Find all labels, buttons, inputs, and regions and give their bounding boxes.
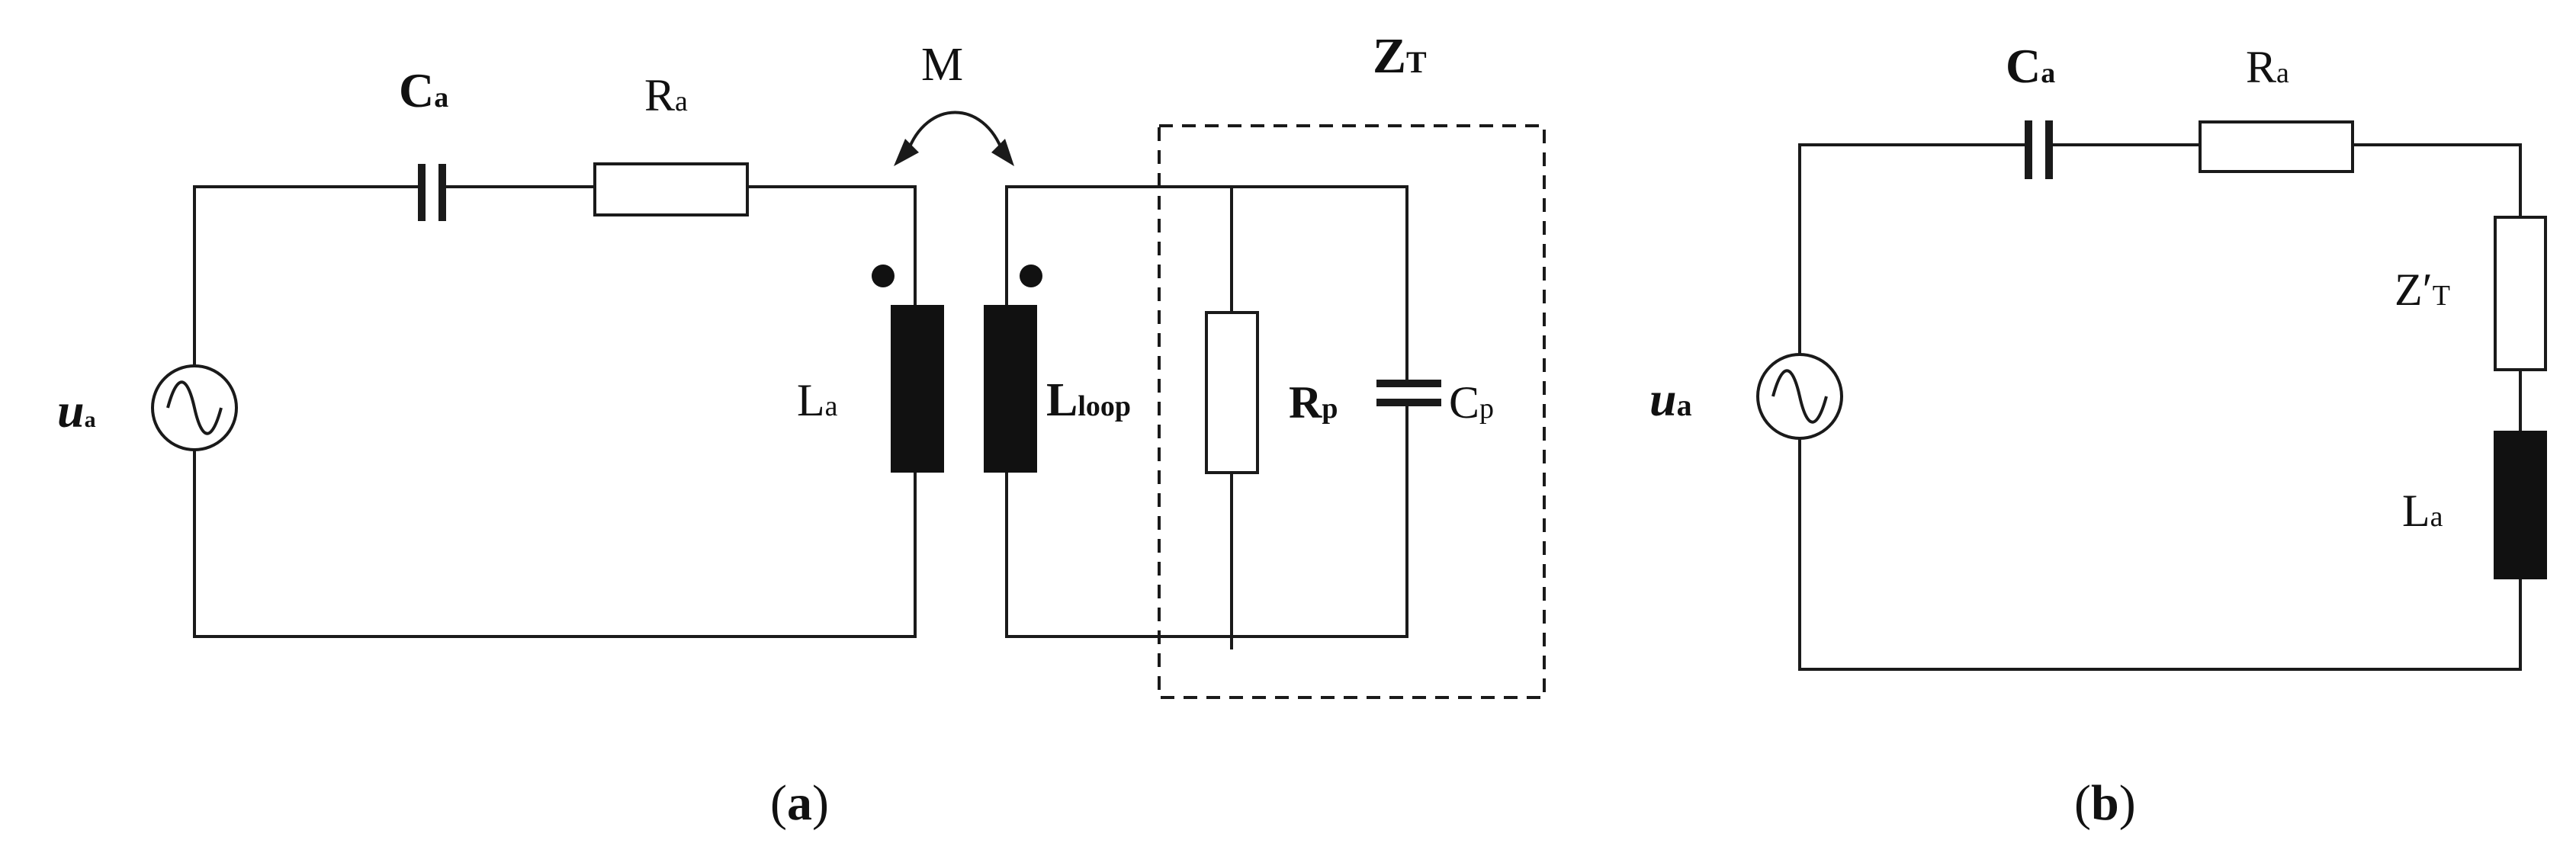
panel-b-wires <box>1798 143 2522 671</box>
impedance-zt-prime <box>2494 216 2547 371</box>
ac-source-a <box>151 364 238 451</box>
label-ra-b: Ra <box>2246 42 2289 92</box>
polarity-dot-la <box>872 265 895 287</box>
resistor-ra-b <box>2199 120 2354 173</box>
capacitor-ca-b <box>2025 120 2053 179</box>
caption-b: (b) <box>2074 775 2136 831</box>
label-cp: Cp <box>1449 377 1494 428</box>
label-lloop: Lloop <box>1046 374 1131 426</box>
label-rp: Rp <box>1289 377 1338 428</box>
label-zt: ZT <box>1373 28 1427 84</box>
resistor-rp <box>1205 311 1259 474</box>
label-ua-a: ua <box>57 383 96 438</box>
inductor-la-b <box>2494 431 2547 579</box>
capacitor-cp <box>1376 380 1441 406</box>
inductor-lloop <box>984 305 1037 473</box>
capacitor-ca-a <box>418 164 446 221</box>
panel-b: ua Ca Ra Z′T La (b) <box>1649 39 2547 831</box>
label-zt-prime: Z′T <box>2395 265 2450 315</box>
inductor-la-a <box>891 305 944 473</box>
panel-a-wires <box>193 185 1408 649</box>
caption-a: (a) <box>770 775 829 831</box>
label-ra-a: Ra <box>644 70 688 120</box>
label-m: M <box>921 39 963 91</box>
arrowhead-right-icon <box>991 139 1014 166</box>
ac-source-b <box>1756 353 1843 440</box>
label-ua-b: ua <box>1649 372 1692 426</box>
resistor-ra-a <box>593 162 749 216</box>
label-ca-a: Ca <box>399 63 448 117</box>
arrowhead-left-icon <box>894 139 919 166</box>
mutual-inductance-arrow <box>894 111 1014 166</box>
label-la-a: La <box>797 375 838 425</box>
label-la-b: La <box>2402 486 2443 536</box>
label-ca-b: Ca <box>2006 39 2055 93</box>
impedance-zt-box <box>1158 124 1546 699</box>
sine-wave-icon <box>1771 369 1828 424</box>
polarity-dot-lloop <box>1020 265 1042 287</box>
sine-wave-icon <box>166 380 223 435</box>
panel-a: ua Ca Ra M ZT La Lloop Rp Cp (a) <box>57 28 1546 831</box>
